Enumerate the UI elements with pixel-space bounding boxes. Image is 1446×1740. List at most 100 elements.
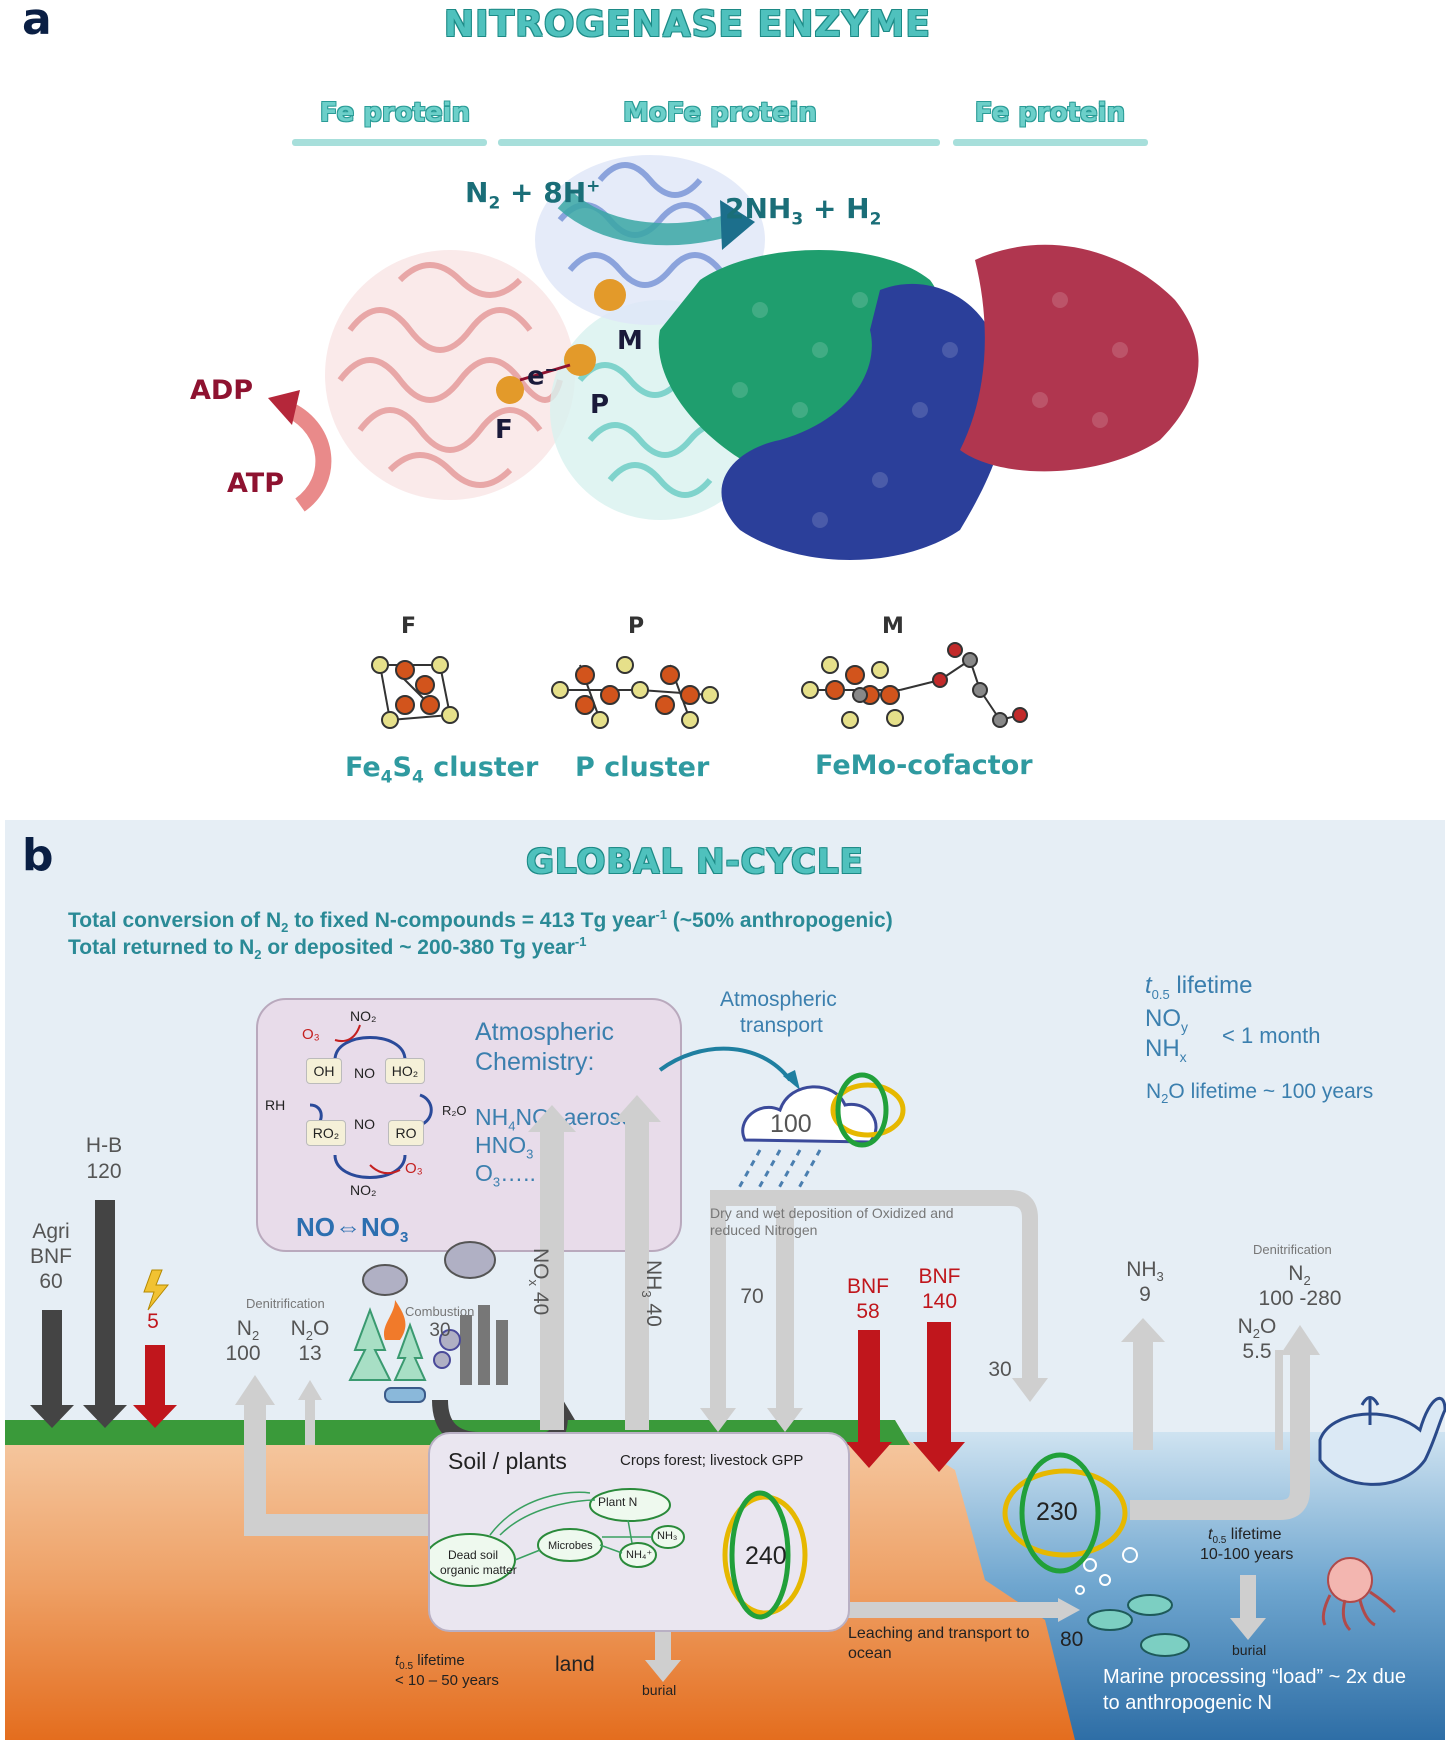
reaction-input: N2 + 8H+ <box>465 176 601 214</box>
soil-cycle-value: 240 <box>745 1542 787 1570</box>
atp-adp-arrow <box>285 402 332 512</box>
bnf-ocean-label: BNF <box>918 1265 961 1288</box>
nitrogenase-title: NITROGENASE ENZYME <box>444 4 931 45</box>
car-icon <box>384 1387 426 1403</box>
nox-flux-label: NOx 40 <box>525 1248 552 1316</box>
chem-o3-right: O₃ <box>405 1160 423 1177</box>
denitrification-left-label: Denitrification <box>246 1296 325 1311</box>
fe-protein-right-bracket <box>953 139 1148 146</box>
microbes-node: Microbes <box>548 1540 593 1552</box>
lightning-icon <box>143 1269 170 1311</box>
cluster-m-letter: M <box>882 614 904 639</box>
combustion-label: Combustion <box>405 1304 475 1319</box>
fe-protein-right-label: Fe protein <box>974 98 1126 128</box>
atm-chem-title-2: Chemistry: <box>475 1048 595 1076</box>
cluster-m-sphere <box>594 279 626 311</box>
deposition-30-value: 30 <box>988 1358 1012 1381</box>
deposition-label-1: Dry and wet deposition of Oxidized and <box>710 1205 954 1221</box>
agri-value: 60 <box>39 1270 63 1293</box>
chem-no-top: NO <box>354 1065 375 1081</box>
fish-icon <box>1087 1609 1133 1631</box>
octopus-icon <box>1327 1557 1373 1603</box>
fe4s4-cluster-label: Fe4S4 cluster <box>345 752 539 788</box>
femo-cofactor-model <box>801 642 1028 729</box>
panel-a-letter: a <box>22 0 52 45</box>
burial-land-label: burial <box>642 1682 677 1698</box>
reaction-output: 2NH3 + H2 <box>725 192 882 230</box>
dead-soil-node-2: organic matter <box>440 1563 517 1577</box>
nh3-ocean-value: 9 <box>1139 1283 1151 1306</box>
nh3-ocean-label: NH3 <box>1126 1258 1164 1285</box>
n2o-right-label: N2O <box>1237 1315 1277 1342</box>
leaching-label-1: Leaching and transport to <box>848 1625 1030 1642</box>
n2-right-label: N2 <box>1288 1262 1311 1289</box>
panel-b: b GLOBAL N-CYCLE Total conversion of N2 … <box>0 820 1446 1740</box>
chem-rh: RH <box>265 1097 286 1113</box>
ocean-cycle-diagram <box>1002 1452 1128 1574</box>
ocean-cycle-value: 230 <box>1036 1498 1078 1526</box>
crops-label: Crops forest; livestock GPP <box>620 1452 804 1469</box>
femo-cofactor-label: FeMo-cofactor <box>815 750 1033 781</box>
dead-soil-node-1: Dead soil <box>448 1548 499 1562</box>
mofe-protein-bracket <box>498 139 940 146</box>
chem-ho2-box: HO₂ <box>385 1058 425 1084</box>
fe4s4-cluster-model <box>371 656 459 729</box>
n2o-right-value: 5.5 <box>1242 1340 1272 1363</box>
chem-ro-box: RO <box>388 1120 424 1146</box>
leaching-label-2: ocean <box>848 1645 892 1662</box>
deposition-70-value: 70 <box>740 1285 764 1308</box>
chem-r2o: R₂O <box>442 1103 467 1118</box>
smoke-cloud-1 <box>362 1264 408 1296</box>
chem-no-mid: NO <box>354 1116 375 1132</box>
nh3-flux-label: NH3 40 <box>638 1260 665 1327</box>
atm-transport-label-1: Atmospheric <box>720 988 837 1011</box>
chem-o3-left: O₃ <box>302 1026 320 1043</box>
n2-left-label: N2 <box>236 1317 260 1344</box>
plant-n-node: Plant N <box>598 1495 638 1509</box>
leaching-value: 80 <box>1060 1628 1084 1651</box>
nhx-label: NHx <box>1145 1035 1187 1065</box>
combustion-value: 30 <box>429 1320 451 1341</box>
ocean-lifetime-years: 10-100 years <box>1200 1546 1294 1563</box>
marine-processing-line-1: Marine processing “load” ~ 2x due <box>1103 1666 1406 1688</box>
hb-label: H-B <box>85 1134 123 1157</box>
chem-no2-top: NO₂ <box>350 1008 377 1024</box>
bnf-ocean-value: 140 <box>921 1290 958 1313</box>
p-cluster-label: P cluster <box>575 752 710 783</box>
n2-left-value: 100 <box>225 1342 261 1365</box>
reaction-arrow <box>557 191 734 246</box>
land-label: land <box>555 1653 595 1676</box>
n2o-left-label: N2O <box>290 1317 330 1344</box>
atp-label: ATP <box>227 468 285 499</box>
chem-no2-bottom: NO₂ <box>350 1182 377 1198</box>
panel-b-letter: b <box>22 830 54 881</box>
atm-transport-label-2: transport <box>740 1014 823 1037</box>
no-equilibrium-label: NO⇔NO3 <box>296 1212 409 1247</box>
p-cluster-model <box>551 656 719 729</box>
o3-label: O3….. <box>475 1160 536 1190</box>
denitrification-right-label: Denitrification <box>1253 1242 1332 1257</box>
whale-icon <box>1318 1397 1446 1486</box>
summary-line-1: Total conversion of N2 to fixed N-compou… <box>68 907 893 936</box>
cluster-p-sphere <box>564 344 596 376</box>
cluster-structures <box>371 642 1028 729</box>
smoke-cloud-2 <box>444 1241 496 1279</box>
agri-label-2: BNF <box>30 1245 72 1268</box>
agri-label-1: Agri <box>32 1220 70 1243</box>
hno3-label: HNO3 <box>475 1132 534 1162</box>
ocean-lifetime-label: t0.5 lifetime <box>1208 1526 1282 1547</box>
burial-ocean-label: burial <box>1232 1642 1267 1658</box>
chem-ro2-box: RO₂ <box>306 1120 346 1146</box>
site-p-label: P <box>590 390 610 420</box>
chem-oh-box: OH <box>306 1058 342 1084</box>
land-lifetime-years: < 10 – 50 years <box>395 1672 499 1689</box>
factory-chimney <box>460 1315 472 1385</box>
n2o-lifetime-label: N2O lifetime ~ 100 years <box>1146 1080 1374 1107</box>
nitrogenase-structure <box>268 155 1199 560</box>
red-subunit <box>960 244 1199 472</box>
cloud-value: 100 <box>770 1110 812 1138</box>
summary-line-2: Total returned to N2 or deposited ~ 200-… <box>68 934 587 963</box>
nh4-node: NH₄⁺ <box>626 1549 653 1561</box>
cluster-f-letter: F <box>401 614 417 639</box>
n2-right-value: 100 -280 <box>1258 1287 1342 1310</box>
